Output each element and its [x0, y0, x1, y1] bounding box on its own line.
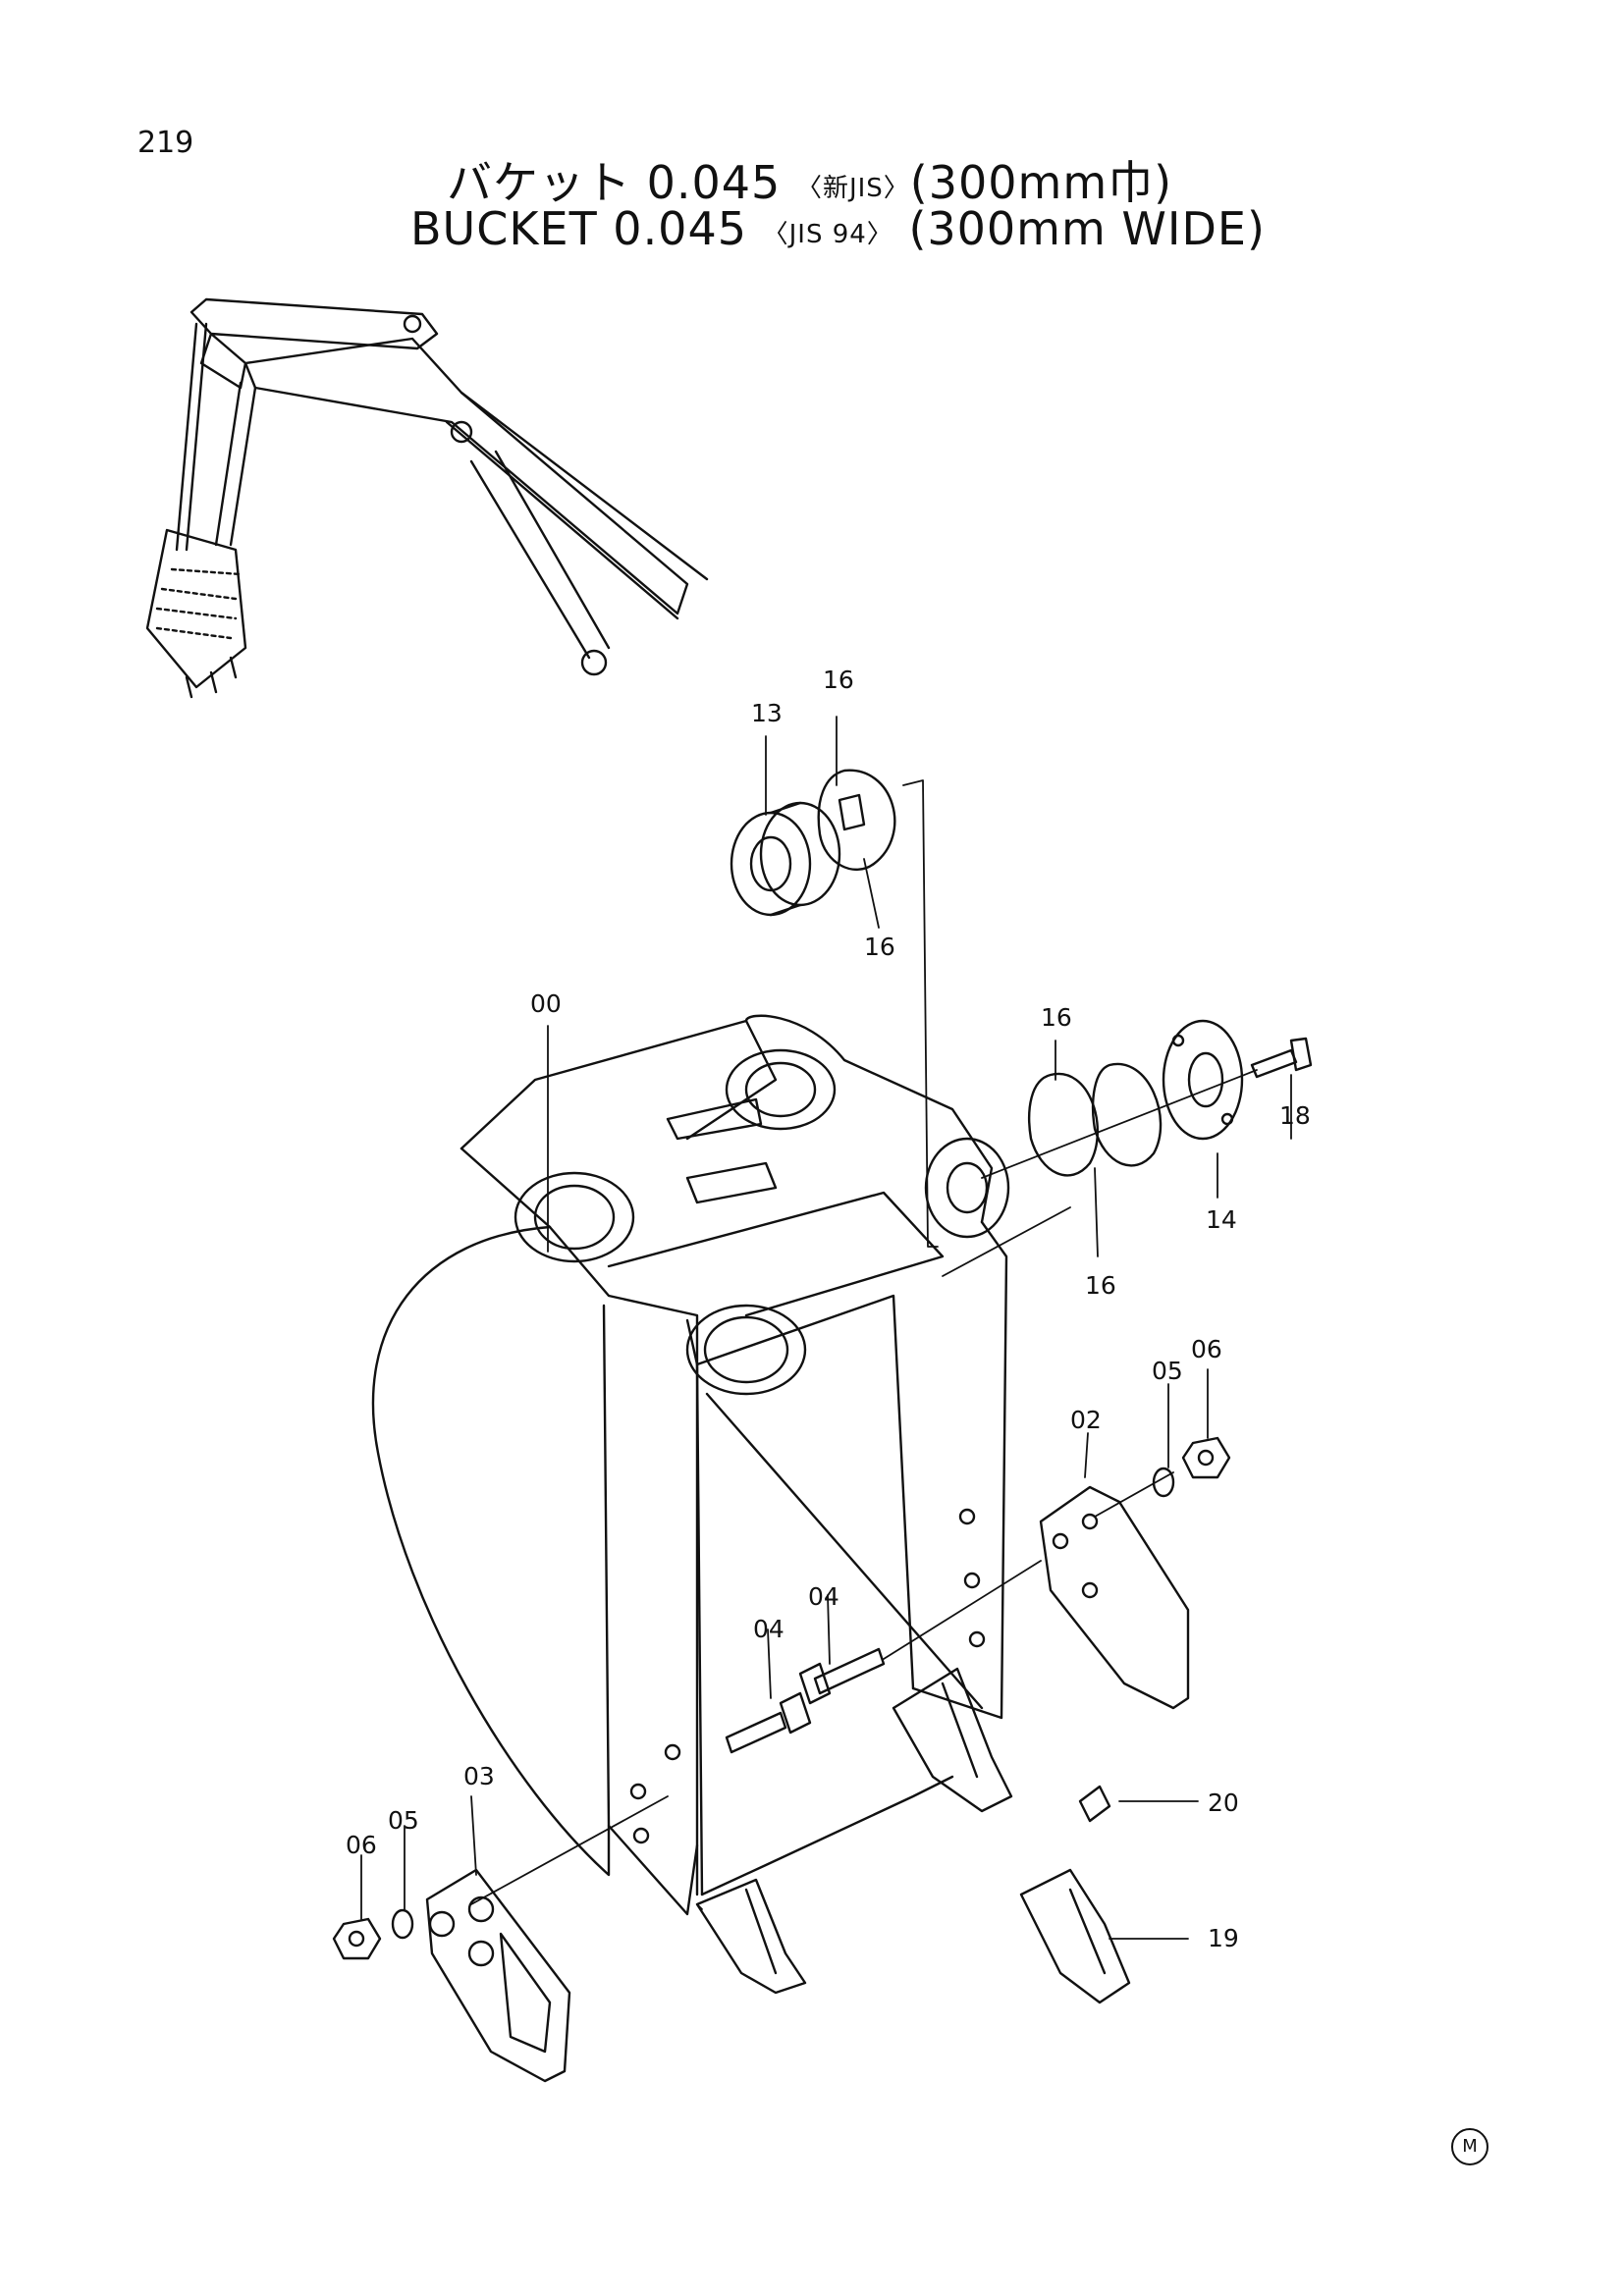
title-jp-standard: 〈新JIS〉 — [795, 174, 910, 203]
shim-16-top — [817, 769, 896, 872]
callout-00: 00 — [530, 989, 562, 1018]
excavator-arm-overview — [145, 297, 709, 699]
title-en-main: BUCKET 0.045 — [410, 202, 747, 255]
bolt-04-right — [798, 1647, 886, 1705]
bushing-13 — [730, 801, 841, 917]
title-en-width: (300mm WIDE) — [908, 202, 1266, 255]
page-title-english: BUCKET 0.045 〈JIS 94〉 (300mm WIDE) — [410, 202, 1266, 255]
bucket-body — [371, 1014, 1010, 1916]
title-jp-main: バケット 0.045 — [447, 156, 782, 209]
assembly-lines — [470, 779, 1258, 1910]
shim-16-right-b — [1091, 1062, 1163, 1167]
callout-19: 19 — [1208, 1924, 1239, 1952]
callout-06: 06 — [346, 1831, 377, 1859]
callout-20: 20 — [1208, 1789, 1239, 1817]
bolt-18 — [1250, 1037, 1313, 1079]
page-title-japanese: バケット 0.045 〈新JIS〉(300mm巾) — [447, 147, 1172, 212]
maker-mark: M — [1451, 2128, 1488, 2165]
side-cutter-03 — [425, 1868, 571, 2083]
callout-02: 02 — [1070, 1406, 1102, 1434]
callout-14: 14 — [1206, 1205, 1237, 1234]
callout-13: 13 — [751, 699, 783, 727]
washer-05-right — [1152, 1467, 1175, 1498]
title-en-standard: 〈JIS 94〉 — [762, 220, 893, 249]
nut-06-right — [1181, 1436, 1231, 1479]
callout-06: 06 — [1191, 1335, 1222, 1363]
title-jp-width: (300mm巾) — [909, 156, 1173, 209]
callout-16: 16 — [864, 933, 895, 961]
bucket-teeth — [695, 1667, 1131, 2004]
end-plate-14 — [1162, 1019, 1244, 1141]
nut-06-left — [332, 1917, 382, 1960]
callout-05: 05 — [1152, 1357, 1183, 1385]
callout-05: 05 — [388, 1806, 419, 1835]
page-number: 219 — [137, 126, 194, 160]
callout-04: 04 — [753, 1615, 784, 1643]
callout-18: 18 — [1279, 1101, 1311, 1130]
bolt-04-left — [725, 1691, 812, 1754]
callout-03: 03 — [463, 1762, 495, 1790]
callout-16: 16 — [1085, 1271, 1116, 1300]
callout-04: 04 — [808, 1582, 839, 1611]
shim-16-right-a — [1028, 1072, 1099, 1177]
side-cutter-02 — [1039, 1485, 1190, 1710]
leader-lines — [360, 716, 1292, 1940]
washer-05-left — [391, 1908, 414, 1940]
callout-16: 16 — [1041, 1003, 1072, 1032]
callout-16: 16 — [823, 666, 854, 694]
